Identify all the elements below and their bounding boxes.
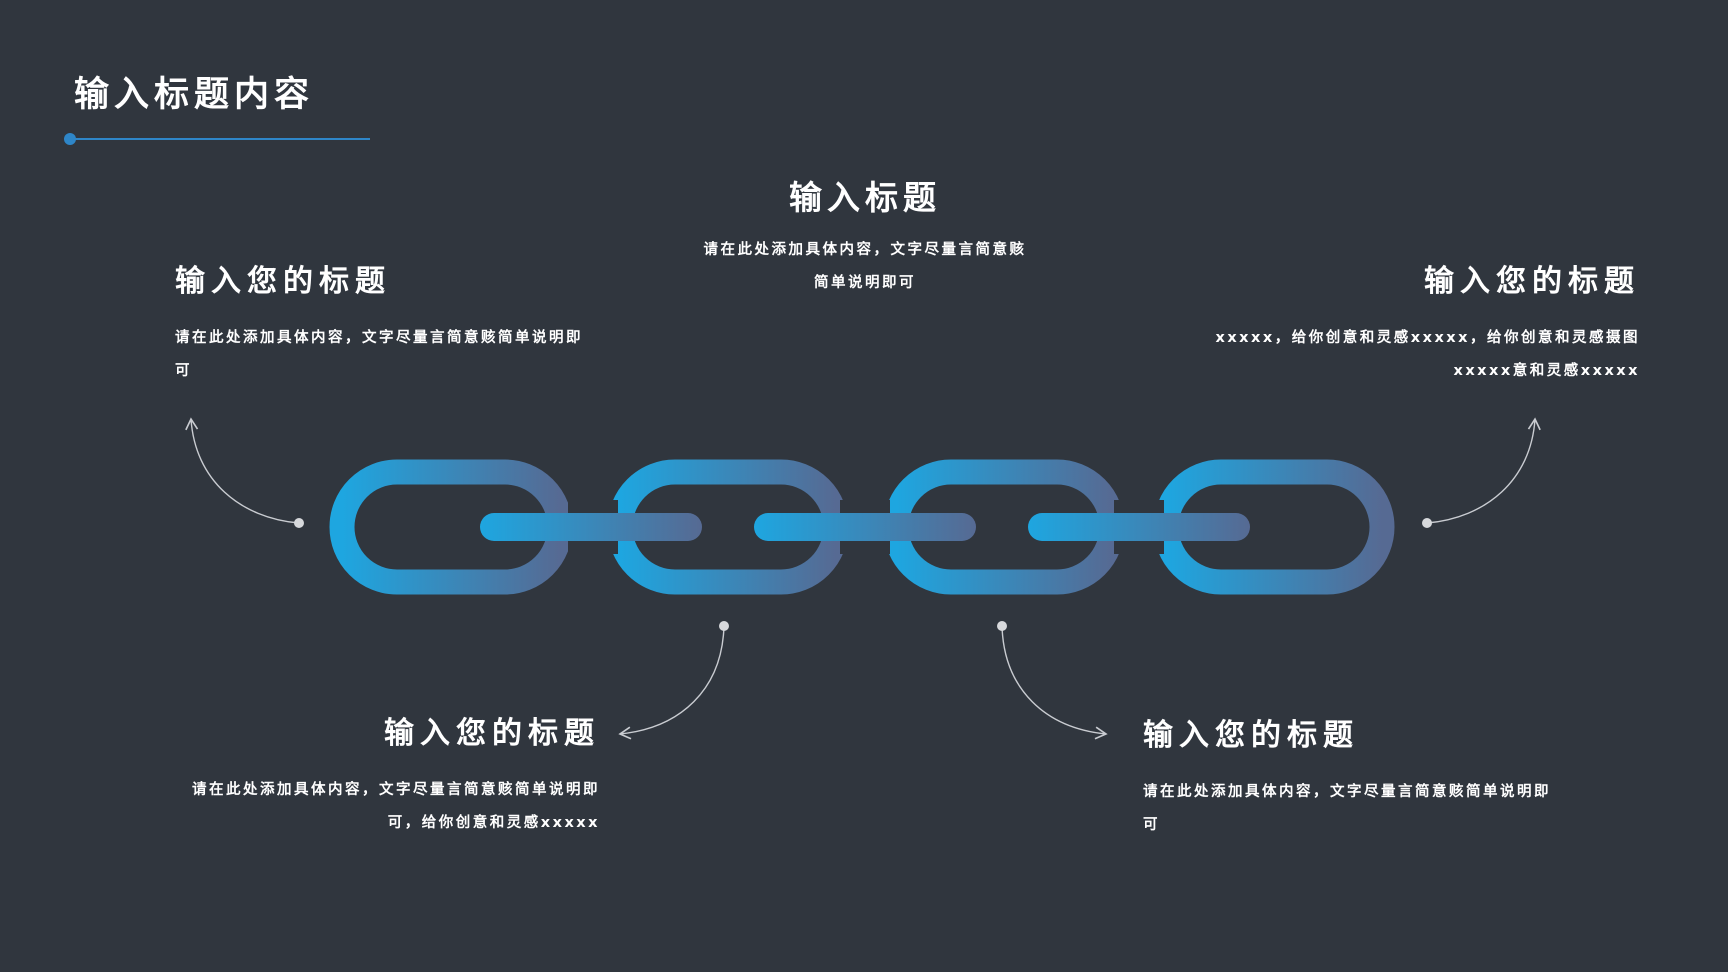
connector-bottom-right bbox=[1001, 625, 1108, 740]
block-body: 请在此处添加具体内容，文字尽量言简意赅 简单说明即可 bbox=[640, 234, 1090, 300]
block-body: xxxxx，给你创意和灵感xxxxx，给你创意和灵感摄图 xxxxx意和灵感xx… bbox=[1140, 322, 1640, 388]
block-heading: 输入您的标题 bbox=[175, 264, 391, 299]
connector-top-right bbox=[1426, 417, 1541, 524]
block-heading: 输入标题 bbox=[789, 178, 941, 217]
block-heading: 输入您的标题 bbox=[384, 716, 600, 751]
page-title: 输入标题内容 bbox=[74, 75, 315, 115]
text-block-top-right: 输入您的标题 xxxxx，给你创意和灵感xxxxx，给你创意和灵感摄图 xxxx… bbox=[1140, 264, 1640, 388]
text-block-top: 输入标题 请在此处添加具体内容，文字尽量言简意赅 简单说明即可 bbox=[640, 180, 1090, 300]
block-body-line: 请在此处添加具体内容，文字尽量言简意赅 bbox=[703, 242, 1027, 258]
chain-bar-2 bbox=[754, 513, 976, 541]
connector-dot-bottom-right bbox=[997, 621, 1007, 631]
text-block-bottom-left: 输入您的标题 请在此处添加具体内容，文字尽量言简意赅简单说明即 可，给你创意和灵… bbox=[150, 716, 600, 840]
connector-dot-top-right bbox=[1422, 518, 1432, 528]
title-underline bbox=[64, 133, 370, 145]
text-block-top-left: 输入您的标题 请在此处添加具体内容，文字尽量言简意赅简单说明即 可 bbox=[175, 264, 655, 388]
block-heading: 输入您的标题 bbox=[1424, 264, 1640, 299]
block-body: 请在此处添加具体内容，文字尽量言简意赅简单说明即 可 bbox=[1143, 776, 1623, 842]
block-body-line: 请在此处添加具体内容，文字尽量言简意赅简单说明即 bbox=[1143, 784, 1551, 800]
chain-bar-1 bbox=[480, 513, 702, 541]
block-heading: 输入您的标题 bbox=[1143, 718, 1359, 753]
block-body-line: 请在此处添加具体内容，文字尽量言简意赅简单说明即 bbox=[175, 330, 583, 346]
text-block-bottom-right: 输入您的标题 请在此处添加具体内容，文字尽量言简意赅简单说明即 可 bbox=[1143, 718, 1623, 842]
connector-dots bbox=[294, 518, 1432, 631]
block-body-line: 可 bbox=[1143, 817, 1160, 833]
connector-dot-bottom-left bbox=[719, 621, 729, 631]
block-body-line: 请在此处添加具体内容，文字尽量言简意赅简单说明即 bbox=[192, 782, 600, 798]
curved-arrow-icon bbox=[185, 417, 1541, 740]
chain-icon bbox=[329, 459, 1395, 595]
block-body-line: xxxxx，给你创意和灵感xxxxx，给你创意和灵感摄图 bbox=[1215, 330, 1640, 346]
connector-bottom-left bbox=[618, 625, 725, 740]
block-body-line: 简单说明即可 bbox=[814, 275, 916, 291]
connector-top-left bbox=[185, 417, 300, 524]
title-underline-dot bbox=[64, 133, 76, 145]
block-body-line: 可 bbox=[175, 363, 192, 379]
connector-dot-top-left bbox=[294, 518, 304, 528]
block-body-line: xxxxx意和灵感xxxxx bbox=[1453, 363, 1640, 379]
block-body: 请在此处添加具体内容，文字尽量言简意赅简单说明即 可 bbox=[175, 322, 655, 388]
block-body-line: 可，给你创意和灵感xxxxx bbox=[387, 815, 600, 831]
block-body: 请在此处添加具体内容，文字尽量言简意赅简单说明即 可，给你创意和灵感xxxxx bbox=[150, 774, 600, 840]
title-underline-bar bbox=[70, 138, 370, 140]
chain-bar-3 bbox=[1028, 513, 1250, 541]
